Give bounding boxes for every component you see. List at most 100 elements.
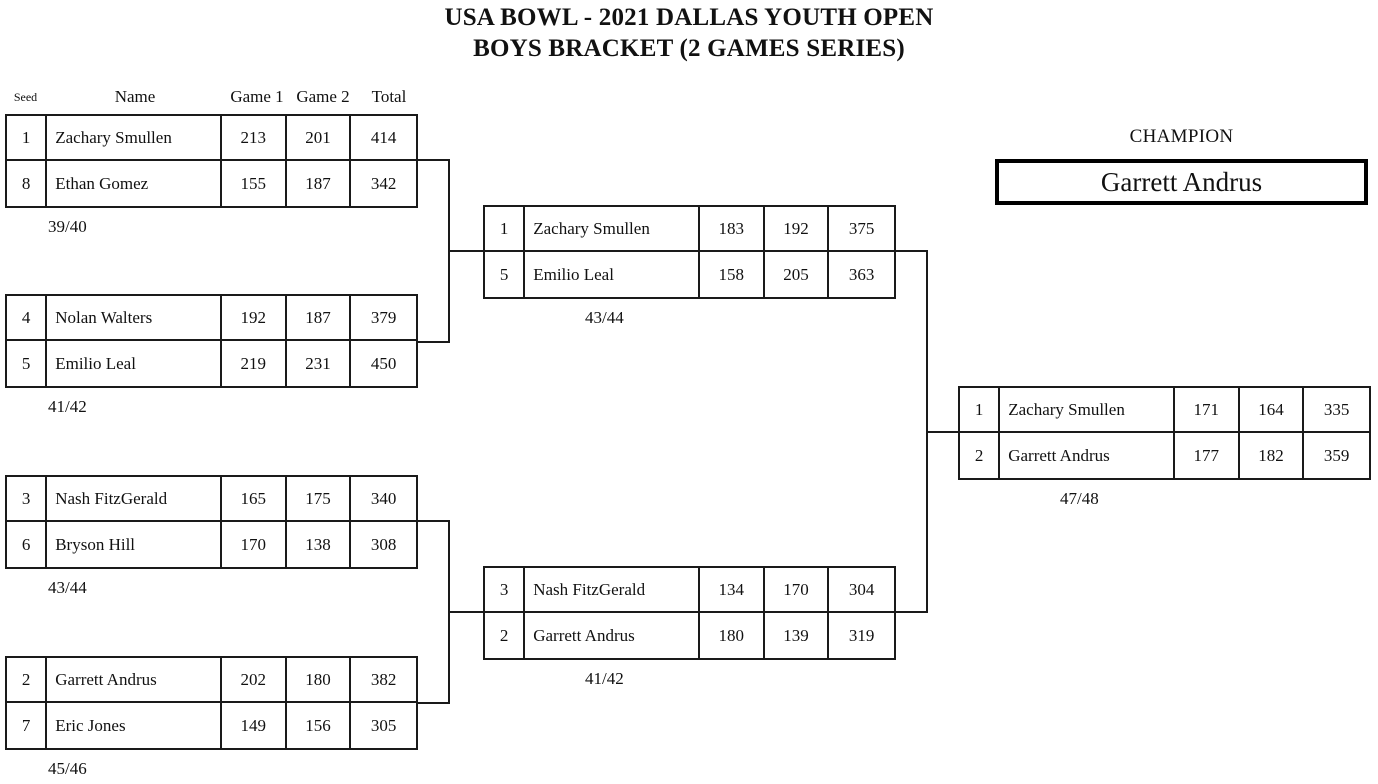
- page-title: USA BOWL - 2021 DALLAS YOUTH OPEN BOYS B…: [0, 2, 1378, 64]
- cell-total: 363: [848, 264, 875, 284]
- cell-game1: 155: [222, 161, 287, 206]
- champion-box: Garrett Andrus: [995, 159, 1368, 205]
- bracket-connector-line: [448, 611, 485, 613]
- cell-seed: 2: [960, 433, 1001, 478]
- table-row[interactable]: 6 Bryson Hill 170 138 308: [7, 522, 416, 567]
- table-row[interactable]: 1 Zachary Smullen 171 164 335: [960, 388, 1369, 433]
- cell-seed: 5: [485, 252, 526, 297]
- table-row[interactable]: 3 Nash FitzGerald 134 170 304: [485, 568, 894, 613]
- cell-total: 359: [1323, 445, 1350, 465]
- cell-game1: 170: [222, 522, 287, 567]
- table-row[interactable]: 5 Emilio Leal 219 231 450: [7, 341, 416, 386]
- cell-game1: 149: [222, 703, 287, 748]
- cell-name: Emilio Leal: [525, 252, 700, 297]
- bracket-connector-line: [418, 341, 450, 343]
- cell-game1: 165: [222, 477, 287, 520]
- cell-game2: 182: [1240, 433, 1305, 478]
- match-table[interactable]: 3 Nash FitzGerald 165 175 340 6 Bryson H…: [5, 475, 418, 569]
- cell-seed: 2: [485, 613, 526, 658]
- lane-label: 39/40: [48, 217, 87, 236]
- cell-game2: 139: [765, 613, 830, 658]
- table-row[interactable]: 7 Eric Jones 149 156 305: [7, 703, 416, 748]
- cell-seed: 2: [7, 658, 48, 701]
- table-row[interactable]: 2 Garrett Andrus 177 182 359: [960, 433, 1369, 478]
- bracket-connector-line: [418, 520, 450, 522]
- cell-game1: 213: [222, 116, 287, 159]
- cell-name: Bryson Hill: [47, 522, 222, 567]
- cell-total: 304: [848, 579, 875, 599]
- cell-game2: 187: [287, 296, 352, 339]
- cell-game1: 171: [1175, 388, 1240, 431]
- table-row[interactable]: 1 Zachary Smullen 213 201 414: [7, 116, 416, 161]
- table-row[interactable]: 8 Ethan Gomez 155 187 342: [7, 161, 416, 206]
- champion-name: Garrett Andrus: [1100, 167, 1263, 197]
- cell-game2: 192: [765, 207, 830, 250]
- cell-name: Zachary Smullen: [525, 207, 700, 250]
- cell-seed: 3: [485, 568, 526, 611]
- cell-total: 375: [848, 218, 875, 238]
- match-table[interactable]: 1 Zachary Smullen 171 164 335 2 Garrett …: [958, 386, 1371, 480]
- cell-seed: 5: [7, 341, 48, 386]
- cell-seed: 1: [485, 207, 526, 250]
- table-row[interactable]: 2 Garrett Andrus 202 180 382: [7, 658, 416, 703]
- lane-label: 47/48: [1060, 489, 1099, 508]
- cell-game1: 158: [700, 252, 765, 297]
- cell-total: 342: [370, 173, 397, 193]
- cell-game2: 180: [287, 658, 352, 701]
- match-table[interactable]: 2 Garrett Andrus 202 180 382 7 Eric Jone…: [5, 656, 418, 750]
- cell-game2: 231: [287, 341, 352, 386]
- cell-seed: 3: [7, 477, 48, 520]
- lane-label: 41/42: [585, 669, 624, 688]
- cell-total: 414: [370, 127, 397, 147]
- bracket-connector-line: [418, 159, 450, 161]
- lane-label: 41/42: [48, 397, 87, 416]
- cell-total: 319: [848, 625, 875, 645]
- bracket-connector-line: [926, 431, 960, 433]
- cell-game1: 134: [700, 568, 765, 611]
- cell-total: 340: [370, 488, 397, 508]
- table-row[interactable]: 3 Nash FitzGerald 165 175 340: [7, 477, 416, 522]
- bracket-connector-line: [418, 702, 450, 704]
- cell-game2: 138: [287, 522, 352, 567]
- cell-name: Zachary Smullen: [47, 116, 222, 159]
- match-table[interactable]: 4 Nolan Walters 192 187 379 5 Emilio Lea…: [5, 294, 418, 388]
- table-row[interactable]: 4 Nolan Walters 192 187 379: [7, 296, 416, 341]
- cell-game1: 202: [222, 658, 287, 701]
- cell-game1: 177: [1175, 433, 1240, 478]
- table-row[interactable]: 2 Garrett Andrus 180 139 319: [485, 613, 894, 658]
- title-line-1: USA BOWL - 2021 DALLAS YOUTH OPEN: [444, 4, 934, 31]
- bracket-connector-line: [448, 250, 485, 252]
- table-row[interactable]: 5 Emilio Leal 158 205 363: [485, 252, 894, 297]
- cell-name: Nash FitzGerald: [525, 568, 700, 611]
- cell-total: 379: [370, 307, 397, 327]
- cell-name: Ethan Gomez: [47, 161, 222, 206]
- cell-seed: 4: [7, 296, 48, 339]
- header-name: Name: [114, 87, 156, 106]
- cell-total: 450: [370, 353, 397, 373]
- cell-name: Nash FitzGerald: [47, 477, 222, 520]
- match-table[interactable]: 1 Zachary Smullen 213 201 414 8 Ethan Go…: [5, 114, 418, 208]
- bracket-connector-line: [896, 250, 928, 252]
- cell-total: 305: [370, 715, 397, 735]
- cell-game2: 156: [287, 703, 352, 748]
- title-line-2: BOYS BRACKET (2 GAMES SERIES): [473, 35, 905, 62]
- champion-label: CHAMPION: [1129, 126, 1234, 147]
- cell-name: Nolan Walters: [47, 296, 222, 339]
- cell-seed: 6: [7, 522, 48, 567]
- cell-game2: 164: [1240, 388, 1305, 431]
- column-headers: Seed Name Game 1 Game 2 Total: [5, 86, 418, 108]
- header-total: Total: [371, 87, 407, 106]
- header-game2: Game 2: [296, 87, 350, 106]
- cell-seed: 1: [960, 388, 1001, 431]
- cell-seed: 8: [7, 161, 48, 206]
- match-table[interactable]: 1 Zachary Smullen 183 192 375 5 Emilio L…: [483, 205, 896, 299]
- match-table[interactable]: 3 Nash FitzGerald 134 170 304 2 Garrett …: [483, 566, 896, 660]
- cell-game2: 201: [287, 116, 352, 159]
- cell-name: Eric Jones: [47, 703, 222, 748]
- cell-game1: 219: [222, 341, 287, 386]
- cell-game1: 183: [700, 207, 765, 250]
- cell-seed: 7: [7, 703, 48, 748]
- cell-game1: 192: [222, 296, 287, 339]
- header-game1: Game 1: [230, 87, 284, 106]
- table-row[interactable]: 1 Zachary Smullen 183 192 375: [485, 207, 894, 252]
